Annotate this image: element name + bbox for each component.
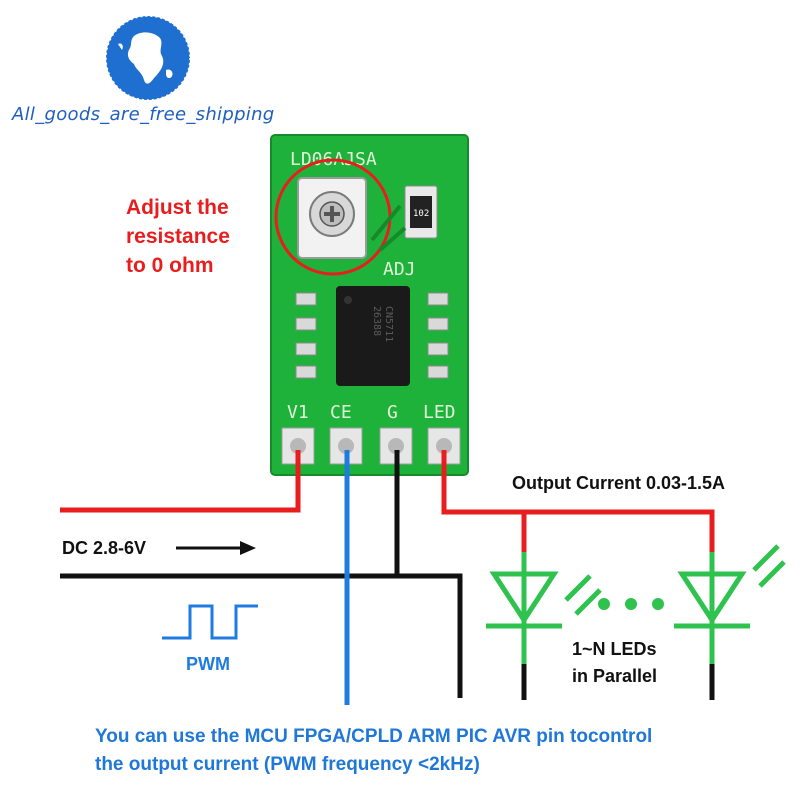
footer-note: You can use the MCU FPGA/CPLD ARM PIC AV… — [95, 726, 653, 775]
shop-watermark: All_goods_are_free_shipping — [12, 104, 275, 125]
led-driver-board: LD06AJSA 102 ADJ — [270, 134, 469, 476]
ellipsis-dots — [598, 598, 664, 610]
wire-led-output — [441, 450, 715, 552]
driver-ic: CN5711 26388 — [295, 286, 449, 386]
resistor-code: 102 — [413, 209, 429, 219]
potentiometer — [297, 177, 367, 259]
led-symbol-n — [674, 544, 786, 700]
wire-positive-input — [60, 450, 301, 513]
pin-label-g: G — [387, 402, 398, 423]
chip-marking-1: CN5711 — [383, 306, 394, 342]
led-symbol-1 — [486, 552, 602, 700]
dc-arrow-icon — [176, 541, 256, 555]
chip-marking-2: 26388 — [371, 306, 382, 336]
pin-label-ce: CE — [330, 402, 352, 423]
input-voltage-label: DC 2.8-6V — [62, 538, 147, 558]
globe-logo-icon — [105, 15, 191, 101]
adj-label: ADJ — [383, 259, 416, 280]
pwm-label: PWM — [186, 654, 230, 674]
led-parallel-note: 1~N LEDs in Parallel — [572, 639, 658, 686]
wire-ground — [60, 573, 463, 698]
output-current-label: Output Current 0.03-1.5A — [512, 473, 726, 493]
pin-label-v1: V1 — [287, 402, 309, 423]
adjust-resistance-note: Adjust the resistance to 0 ohm — [126, 196, 230, 277]
pin-label-led: LED — [423, 402, 456, 423]
pwm-waveform-icon — [162, 604, 258, 640]
smd-resistor: 102 — [404, 185, 438, 239]
